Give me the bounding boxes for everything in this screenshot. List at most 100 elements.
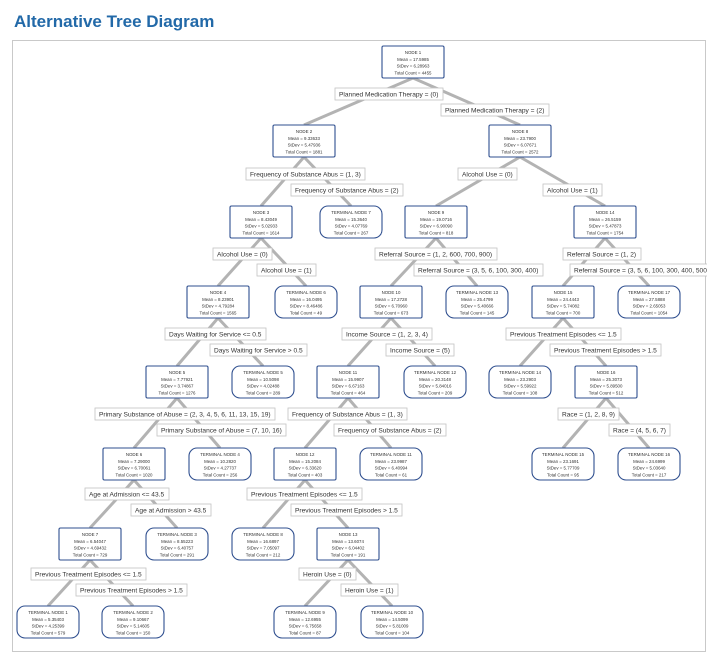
split-label-text: Referral Source = (1, 2): [567, 252, 636, 259]
node-name: NODE 4: [210, 290, 227, 295]
split-label-box: [290, 183, 404, 197]
node-count: Total Count = 87: [289, 630, 322, 635]
node-count: Total Count = 104: [375, 630, 410, 635]
split-label-box: [94, 407, 276, 421]
node-box: [273, 447, 337, 481]
node-name: NODE 8: [512, 129, 529, 134]
node-mean: Mean = 19.0716: [420, 217, 452, 222]
tree-edge: [435, 155, 521, 208]
node-stdev: StDev = 5.74082: [547, 304, 580, 309]
node-box: [488, 365, 552, 399]
node-stdev: StDev = 2.65053: [633, 304, 666, 309]
node-stdev: StDev = 6.40994: [375, 466, 408, 471]
node-stdev: StDev = 6.75658: [289, 624, 322, 629]
split-label: Frequency of Substance Abus = (2): [290, 183, 404, 197]
node-name: TERMINAL NODE 11: [370, 452, 412, 457]
node-box: [531, 447, 595, 481]
split-label-text: Primary Substance of Abuse = (2, 3, 4, 5…: [99, 412, 271, 419]
node-box: [445, 285, 509, 319]
node-box: [145, 527, 209, 561]
node-name: TERMINAL NODE 14: [499, 370, 542, 375]
split-label-text: Alcohol Use = (0): [217, 252, 268, 259]
node-stdev: StDev = 5.02933: [245, 224, 278, 229]
node-box: [316, 365, 380, 399]
split-label-text: Referral Source = (1, 2, 600, 700, 900): [379, 252, 492, 259]
tree-edge: [302, 155, 353, 208]
split-label-text: Previous Treatment Episodes <= 1.5: [35, 572, 142, 579]
split-label-text: Primary Substance of Abuse = (7, 10, 16): [161, 428, 282, 435]
node-stdev: StDev = 4.07769: [335, 224, 368, 229]
split-label: Planned Medication Therapy = (0): [334, 87, 444, 101]
node-name: NODE 12: [296, 452, 315, 457]
node-count: Total Count = 1020: [116, 472, 154, 477]
split-label-text: Previous Treatment Episodes <= 1.5: [510, 332, 617, 339]
node-mean: Mean = 8.43049: [245, 217, 277, 222]
node-name: NODE 7: [82, 532, 99, 537]
tree-edge: [389, 236, 438, 288]
node-box: [573, 205, 637, 239]
split-label: Referral Source = (1, 2, 600, 700, 900): [374, 247, 498, 261]
split-label: Age at Admission <= 43.5: [84, 487, 170, 501]
node-stdev: StDev = 6.70061: [118, 466, 151, 471]
node-count: Total Count = 579: [31, 630, 66, 635]
split-label-box: [569, 263, 707, 277]
node-mean: Mean = 23.9987: [375, 459, 407, 464]
node-count: Total Count = 256: [203, 472, 238, 477]
split-label: Days Waiting for Service > 0.5: [209, 343, 308, 357]
node-box: [186, 285, 250, 319]
tree-edge: [88, 558, 135, 608]
node-count: Total Count = 108: [503, 390, 538, 395]
node-mean: Mean = 15.3640: [335, 217, 367, 222]
split-label-text: Previous Treatment Episodes > 1.5: [554, 348, 657, 355]
node-stdev: StDev = 6.90090: [420, 224, 453, 229]
node-mean: Mean = 15.2084: [289, 459, 321, 464]
split-label-box: [562, 247, 642, 261]
split-label-box: [341, 327, 433, 341]
split-label-text: Heroin Use = (0): [303, 572, 352, 579]
node-mean: Mean = 14.5099: [376, 617, 408, 622]
tree-edge: [216, 236, 263, 288]
node-name: TERMINAL NODE 16: [628, 452, 671, 457]
tree-edge: [561, 316, 608, 368]
tree-edge: [259, 156, 306, 207]
tree-edge: [518, 316, 565, 368]
split-label: Primary Substance of Abuse = (2, 3, 4, 5…: [94, 407, 276, 421]
node-box: [319, 205, 383, 239]
split-label-text: Frequency of Substance Abus = (2): [338, 428, 442, 435]
node-box: [617, 285, 681, 319]
node-count: Total Count = 191: [331, 552, 366, 557]
node-count: Total Count = 267: [334, 230, 369, 235]
split-label: Frequency of Substance Abus = (1, 3): [287, 407, 408, 421]
split-label: Previous Treatment Episodes <= 1.5: [30, 567, 147, 581]
node-stdev: StDev = 5.47873: [589, 224, 622, 229]
node-box: [101, 605, 165, 639]
node-count: Total Count = 700: [546, 310, 581, 315]
split-label-box: [333, 423, 447, 437]
split-label-box: [130, 503, 212, 517]
split-label-box: [440, 103, 550, 117]
node-box: [145, 365, 209, 399]
split-label-box: [209, 343, 308, 357]
tree-edge: [603, 236, 651, 288]
split-label-text: Age at Admission > 43.5: [135, 508, 207, 515]
split-label-box: [212, 247, 273, 261]
page-title: Alternative Tree Diagram: [14, 12, 215, 31]
node-mean: Mean = 6.54047: [74, 539, 106, 544]
node-name: NODE 16: [597, 370, 616, 375]
node-stdev: StDev = 4.02488: [247, 384, 280, 389]
node-name: NODE 1: [405, 50, 422, 55]
split-label-text: Referral Source = (3, 5, 6, 100, 300, 40…: [574, 268, 707, 275]
node-mean: Mean = 8.23901: [202, 297, 234, 302]
split-label: Alcohol Use = (0): [457, 167, 518, 181]
